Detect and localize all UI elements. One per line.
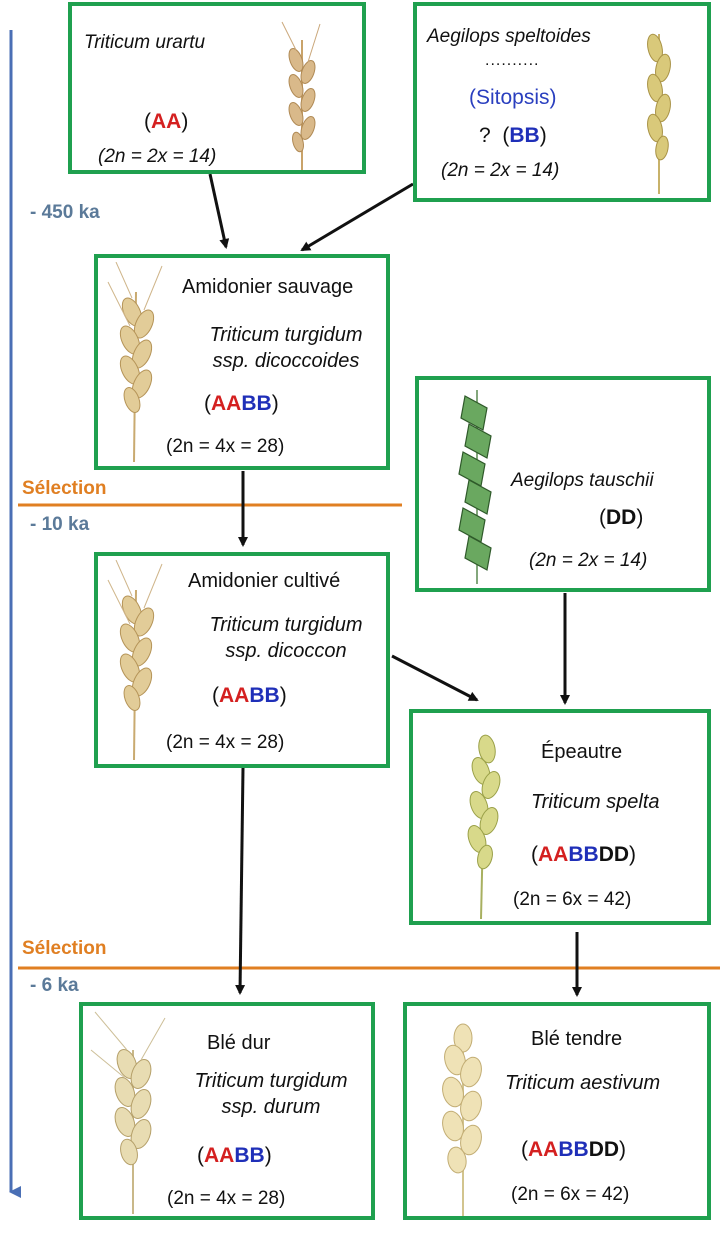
selection-label-2: Sélection (22, 938, 107, 959)
species-name-aestivum: Triticum aestivum (505, 1072, 661, 1094)
genome-part-bb: BB (558, 1138, 589, 1161)
box-ble-tendre: Blé tendre Triticum aestivum (AABBDD) (2… (403, 1002, 711, 1220)
species-name-dicoccoides: Triticum turgidum ssp. dicoccoides (182, 322, 390, 374)
common-name-amidonier-sauvage: Amidonier sauvage (182, 276, 354, 298)
wheat-ear-dicoccoides-illustration (107, 262, 163, 462)
genome-part-dd: DD (588, 1138, 620, 1161)
genome-spelta: (AABBDD) (531, 843, 637, 866)
genome-tauschii: (DD) (599, 506, 644, 529)
chromosome-count-tauschii: (2n = 2x = 14) (529, 550, 648, 571)
wheat-ear-spelta-illustration (467, 734, 501, 919)
spike-tauschii-illustration (458, 390, 492, 584)
chromosome-count-dicoccoides: (2n = 4x = 28) (166, 436, 285, 457)
species-name-line1: Triticum turgidum (209, 614, 363, 636)
genome-part-dd: DD (606, 506, 637, 529)
box-epeautre: Épeautre Triticum spelta (AABBDD) (2n = … (409, 709, 711, 925)
genome-part-aa: AA (538, 843, 569, 866)
time-label-10ka: - 10 ka (30, 514, 90, 535)
time-label-6ka: - 6 ka (30, 975, 79, 996)
genome-durum: (AABB) (197, 1144, 272, 1167)
selection-label-1: Sélection (22, 478, 107, 499)
genome-part-bb: BB (568, 843, 599, 866)
common-name-ble-tendre: Blé tendre (531, 1028, 623, 1050)
genome-part-aa: AA (151, 110, 182, 133)
box-amidonier-cultive: Amidonier cultivé Triticum turgidum ssp.… (94, 552, 390, 768)
genome-part-bb: BB (249, 684, 280, 707)
species-name-line2: ssp. durum (221, 1096, 321, 1118)
species-name-line1: Triticum turgidum (209, 324, 363, 346)
genome-part-bb: BB (509, 124, 540, 147)
species-name-durum: Triticum turgidum ssp. durum (167, 1068, 375, 1120)
species-name-spelta: Triticum spelta (531, 791, 660, 813)
chromosome-count-durum: (2n = 4x = 28) (167, 1188, 286, 1209)
chromosome-count-speltoides: (2n = 2x = 14) (441, 160, 560, 181)
species-name-line1: Triticum turgidum (194, 1070, 348, 1092)
genome-part-aa: AA (219, 684, 250, 707)
wheat-ear-durum-illustration (90, 1011, 166, 1214)
genome-part-aa: AA (528, 1138, 559, 1161)
species-name-speltoides: Aegilops speltoides (427, 26, 591, 47)
chromosome-count-urartu: (2n = 2x = 14) (98, 146, 217, 167)
box-amidonier-sauvage: Amidonier sauvage Triticum turgidum ssp.… (94, 254, 390, 470)
arrow-dicoccon-to-durum (235, 767, 246, 995)
species-name-line2: ssp. dicoccoides (212, 350, 360, 372)
dots-separator: .......... (485, 52, 540, 69)
genome-dicoccon: (AABB) (212, 684, 287, 707)
arrow-speltoides-to-dicoccoides (300, 182, 414, 252)
common-name-ble-dur: Blé dur (207, 1032, 271, 1054)
section-sitopsis: (Sitopsis) (469, 86, 557, 109)
question-mark: ? (479, 124, 491, 147)
species-name-urartu: Triticum urartu (84, 32, 206, 53)
chromosome-count-spelta: (2n = 6x = 42) (513, 889, 632, 910)
genome-part-bb: BB (241, 392, 272, 415)
genome-speltoides: ? (BB) (479, 124, 547, 147)
genome-part-aa: AA (204, 1144, 235, 1167)
box-triticum-urartu: Triticum urartu (AA) (2n = 2x = 14) (68, 2, 366, 174)
genome-urartu: (AA) (144, 110, 189, 133)
wheat-ear-aestivum-illustration (442, 1023, 482, 1216)
common-name-epeautre: Épeautre (541, 741, 623, 763)
wheat-ear-urartu-illustration (281, 21, 321, 170)
common-name-amidonier-cultive: Amidonier cultivé (188, 570, 341, 592)
wheat-ear-dicoccon-illustration (107, 560, 163, 760)
arrow-urartu-to-dicoccoides (208, 173, 230, 249)
genome-part-aa: AA (211, 392, 242, 415)
species-name-dicoccon: Triticum turgidum ssp. dicoccon (182, 612, 390, 664)
arrow-dicoccon-to-spelta (391, 654, 479, 702)
species-name-tauschii: Aegilops tauschii (511, 470, 654, 491)
genome-part-dd: DD (598, 843, 630, 866)
chromosome-count-dicoccon: (2n = 4x = 28) (166, 732, 285, 753)
box-ble-dur: Blé dur Triticum turgidum ssp. durum (AA… (79, 1002, 375, 1220)
genome-part-bb: BB (234, 1144, 265, 1167)
wheat-ear-speltoides-illustration (647, 33, 671, 194)
genome-aestivum: (AABBDD) (521, 1138, 627, 1161)
genome-dicoccoides: (AABB) (204, 392, 279, 415)
species-name-line2: ssp. dicoccon (225, 640, 347, 662)
box-aegilops-speltoides: Aegilops speltoides .......... (Sitopsis… (413, 2, 711, 202)
box-aegilops-tauschii: Aegilops tauschii (DD) (2n = 2x = 14) (415, 376, 711, 592)
chromosome-count-aestivum: (2n = 6x = 42) (511, 1184, 630, 1205)
time-label-450ka: - 450 ka (30, 202, 100, 223)
